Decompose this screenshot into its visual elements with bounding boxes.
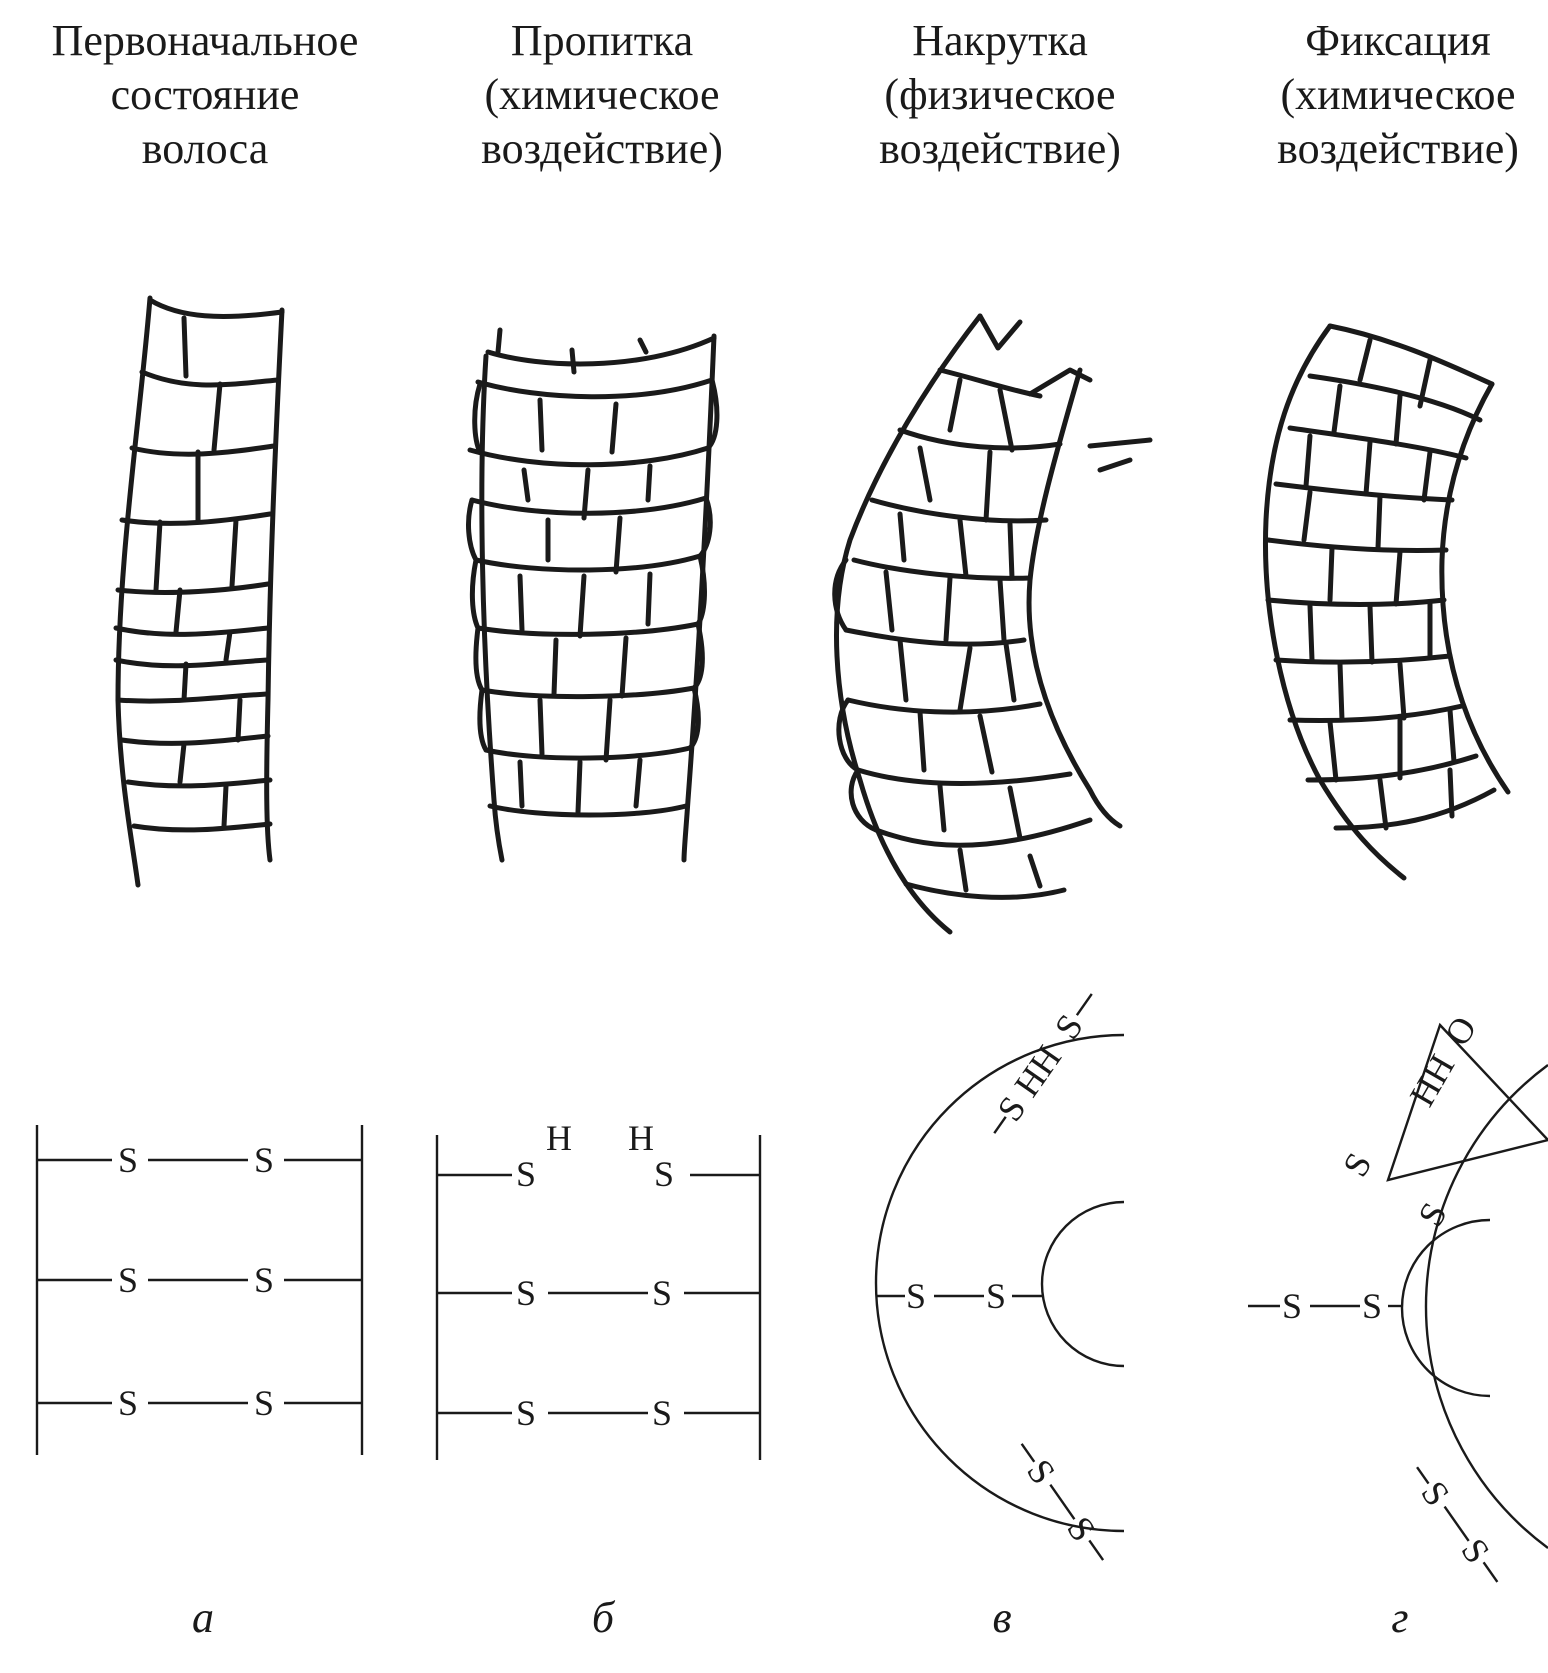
hydrogen-label: H [628, 1118, 654, 1158]
sulfur-label: S [1059, 1509, 1103, 1548]
sulfur-label: S [516, 1154, 536, 1194]
sulfur-label: S [1362, 1286, 1382, 1326]
curled-bond-diagram: S S S HH S S S [876, 982, 1124, 1571]
sulfur-label: S [118, 1260, 138, 1300]
sulfur-label: S [1453, 1531, 1497, 1570]
sulfur-label: S [1282, 1286, 1302, 1326]
sulfur-label: S [986, 1276, 1006, 1316]
sulfur-label: S [652, 1273, 672, 1313]
sulfur-label: S [652, 1393, 672, 1433]
sulfur-label: S [1413, 1474, 1457, 1513]
disulfide-ladder-initial: S S S S S S [37, 1125, 362, 1455]
hh-label: HH [1402, 1048, 1463, 1113]
hh-label: HH [1007, 1038, 1070, 1104]
hydrogen-label: H [546, 1118, 572, 1158]
sulfur-label: S [254, 1260, 274, 1300]
oxygen-label: O [1437, 1010, 1485, 1053]
sulfur-label: S [1019, 1452, 1063, 1491]
sulfur-label: S [516, 1273, 536, 1313]
caption-g: г [1360, 1592, 1440, 1643]
sulfur-label: S [1410, 1196, 1455, 1233]
sulfur-label: S [906, 1276, 926, 1316]
sulfur-label: S [254, 1140, 274, 1180]
caption-v: в [962, 1592, 1042, 1643]
sulfur-label: S [1335, 1146, 1380, 1183]
sulfur-label: S [654, 1154, 674, 1194]
sulfur-label: S [516, 1393, 536, 1433]
caption-a: а [163, 1592, 243, 1643]
caption-b: б [563, 1592, 643, 1643]
sulfur-label: S [254, 1383, 274, 1423]
sulfur-label: S [118, 1140, 138, 1180]
sulfur-label: S [118, 1383, 138, 1423]
fixed-bond-diagram: S S HH O S S S S [1248, 1010, 1548, 1594]
disulfide-ladder-broken: S H H S S S S S [437, 1118, 760, 1460]
